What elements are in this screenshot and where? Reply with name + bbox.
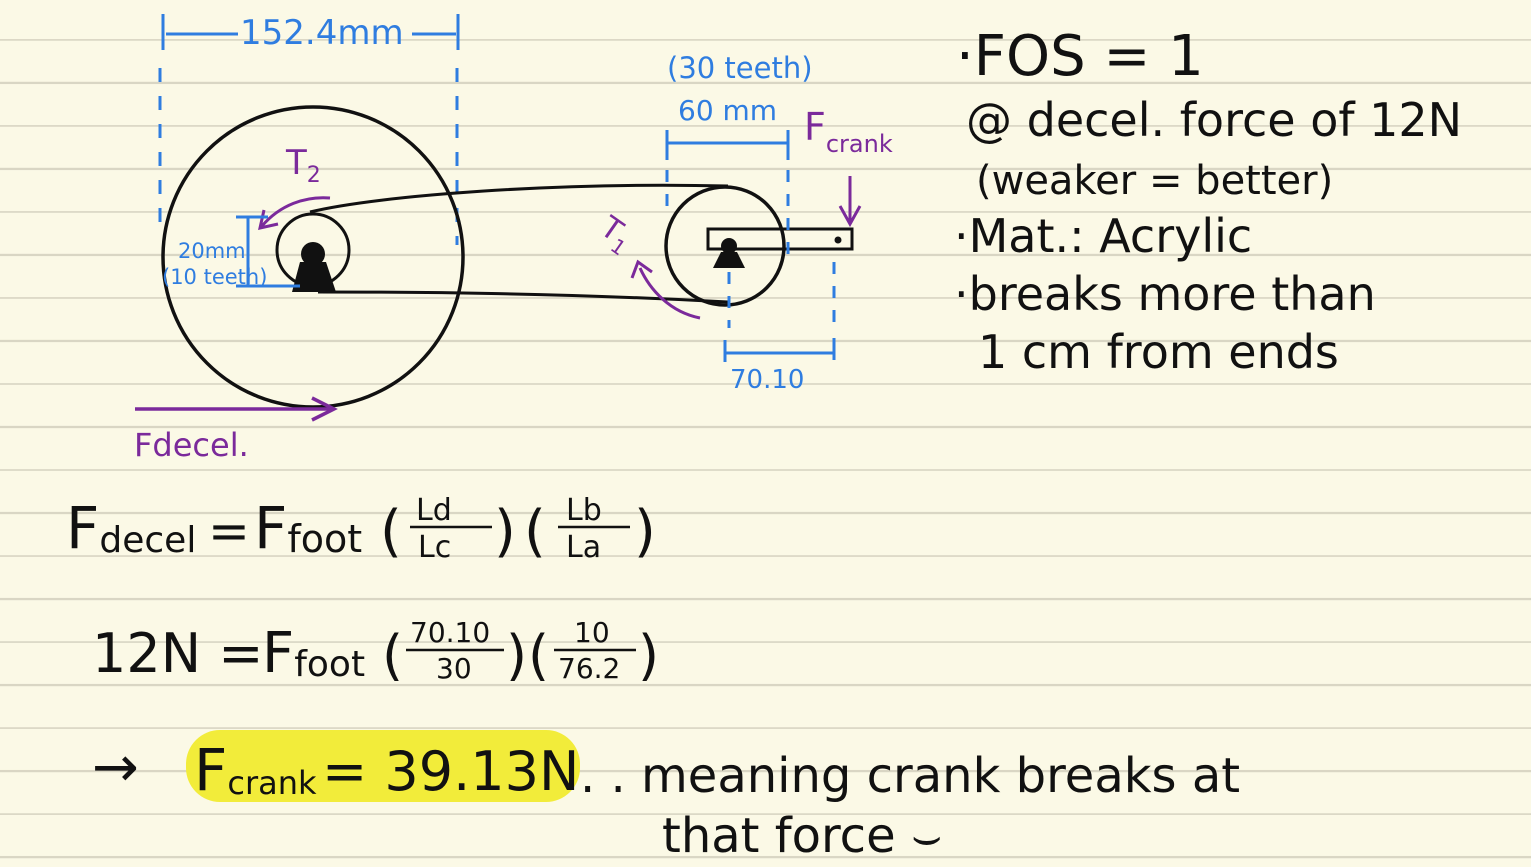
note-fos: ·FOS = 1 bbox=[956, 24, 1204, 89]
eq1-paren-close-1: ) bbox=[494, 499, 516, 564]
dim-20-label: 20mm bbox=[178, 239, 246, 263]
rear-axle-mark bbox=[292, 242, 336, 292]
result-line: → Fcrank = 39.13N . . meaning crank brea… bbox=[92, 730, 1240, 864]
eq2-paren-open-1: ( bbox=[382, 624, 403, 687]
note-1cm: 1 cm from ends bbox=[978, 325, 1339, 379]
eq2-paren-open-2: ( bbox=[528, 624, 549, 687]
note-decel-force: @ decel. force of 12N bbox=[966, 93, 1462, 147]
teeth-30-label: (30 teeth) bbox=[667, 51, 813, 85]
result-tail-2: that force ⌣ bbox=[662, 808, 942, 864]
eq1-paren-open-1: ( bbox=[380, 499, 402, 564]
eq2-frac1-num: 70.10 bbox=[410, 616, 490, 649]
eq1-ffoot: Ffoot bbox=[254, 494, 362, 562]
large-wheel bbox=[161, 105, 465, 409]
eq2-frac2-den: 76.2 bbox=[558, 652, 620, 685]
dim-70-label: 70.10 bbox=[730, 365, 804, 395]
eq2-ffoot: Ffoot bbox=[262, 621, 365, 686]
chain-top bbox=[309, 183, 729, 214]
t2-label: T2 bbox=[285, 143, 321, 188]
eq1-frac1-num: Ld bbox=[416, 493, 452, 528]
eq2-paren-close-2: ) bbox=[638, 624, 659, 687]
t1-label: T1 bbox=[590, 209, 639, 260]
result-arrow: → bbox=[92, 735, 139, 800]
eq1-equals: = bbox=[208, 502, 250, 560]
eq2-paren-close-1: ) bbox=[506, 624, 527, 687]
front-axle-mark bbox=[713, 238, 745, 268]
t1-arrow bbox=[630, 259, 701, 320]
eq2-lhs: 12N = bbox=[92, 622, 264, 685]
dim-152-label: 152.4mm bbox=[240, 13, 404, 53]
crank-arm bbox=[706, 227, 854, 251]
eq2-frac1-den: 30 bbox=[436, 652, 472, 685]
note-breaks: ·breaks more than bbox=[954, 267, 1376, 321]
front-sprocket bbox=[664, 185, 786, 307]
teeth-10-label: (10 teeth) bbox=[162, 265, 267, 289]
result-highlight bbox=[186, 730, 580, 802]
f-crank-label: Fcrank bbox=[804, 105, 893, 158]
eq1-frac2-den: La bbox=[566, 530, 601, 565]
t2-arrow bbox=[258, 196, 331, 230]
result-tail: . . meaning crank breaks at bbox=[580, 748, 1240, 804]
f-crank-arrow bbox=[838, 176, 862, 228]
result-value: = 39.13N bbox=[322, 740, 579, 803]
dim-60-lines bbox=[665, 130, 836, 362]
f-decel-label: Fdecel. bbox=[134, 426, 249, 464]
dim-60-label: 60 mm bbox=[678, 94, 777, 127]
notes-block: ·FOS = 1 @ decel. force of 12N (weaker =… bbox=[954, 24, 1462, 379]
crank-pedal-point bbox=[834, 236, 842, 244]
note-weaker-better: (weaker = better) bbox=[976, 158, 1333, 204]
eq1-frac2-num: Lb bbox=[566, 493, 602, 528]
eq1-paren-open-2: ( bbox=[524, 499, 546, 564]
note-material: ·Mat.: Acrylic bbox=[954, 209, 1252, 263]
eq2-frac2-num: 10 bbox=[574, 616, 610, 649]
eq1-frac1-den: Lc bbox=[418, 530, 451, 565]
eq1-fdecel: Fdecel bbox=[66, 494, 196, 562]
eq1-paren-close-2: ) bbox=[634, 499, 656, 564]
equation-1: Fdecel = Ffoot ( Ld Lc ) ( Lb La ) bbox=[66, 493, 656, 565]
f-decel-arrow bbox=[135, 396, 338, 422]
equation-2: 12N = Ffoot ( 70.10 30 ) ( 10 76.2 ) bbox=[92, 616, 659, 687]
result-fcrank: Fcrank bbox=[194, 736, 317, 804]
dim-20-lines bbox=[236, 215, 300, 288]
